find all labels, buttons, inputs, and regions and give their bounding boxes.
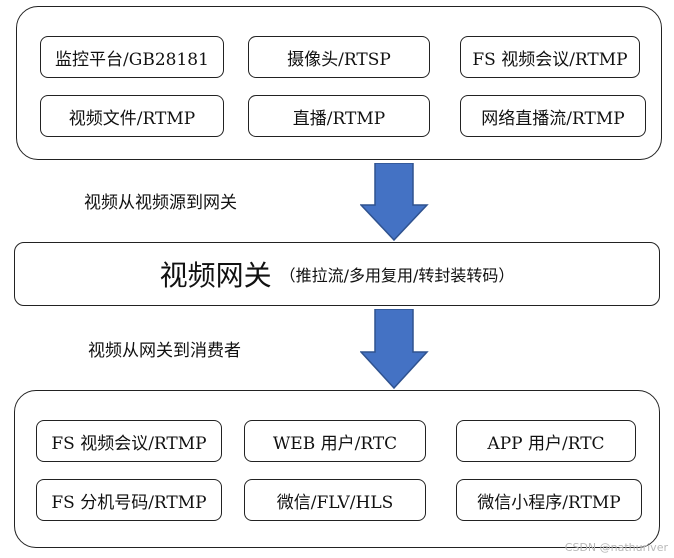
gateway-subtitle: （推拉流/多用复用/转封装转码） [279,266,515,285]
source-box-video-file: 视频文件/RTMP [40,95,224,137]
flow-in-label: 视频从视频源到网关 [84,193,237,213]
down-arrow-icon [360,163,429,241]
consumer-box-fs-conference: FS 视频会议/RTMP [36,420,222,462]
consumer-box-web-user: WEB 用户/RTC [244,420,426,462]
down-arrow-icon [360,309,429,389]
gateway-title: 视频网关 [159,259,272,292]
consumer-box-fs-extension: FS 分机号码/RTMP [36,479,222,521]
consumer-box-wechat: 微信/FLV/HLS [244,479,426,521]
source-box-surveillance: 监控平台/GB28181 [40,36,224,78]
flow-out-label: 视频从网关到消费者 [88,341,241,361]
watermark: CSDN @nathuriver [564,541,668,554]
source-box-network-live-stream: 网络直播流/RTMP [460,95,646,137]
source-box-camera: 摄像头/RTSP [248,36,430,78]
consumers-group [14,390,660,548]
consumer-box-wechat-miniprogram: 微信小程序/RTMP [456,479,642,521]
source-box-fs-conference: FS 视频会议/RTMP [460,36,640,78]
video-gateway-box: 视频网关 （推拉流/多用复用/转封装转码） [14,242,660,306]
source-box-live: 直播/RTMP [248,95,430,137]
consumer-box-app-user: APP 用户/RTC [456,420,636,462]
